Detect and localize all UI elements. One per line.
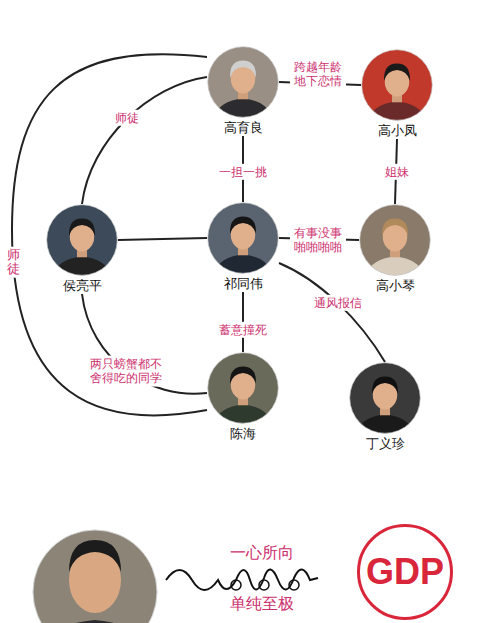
relation-label: 有事没事 啪啪啪啪 (290, 225, 346, 256)
relation-line (118, 238, 207, 240)
portrait-shirt (365, 257, 425, 276)
portrait-shirt (355, 415, 415, 434)
relation-label: 一担一挑 (217, 164, 269, 180)
portrait-rim (362, 50, 433, 121)
portrait-shirt (52, 257, 112, 276)
relation-line (279, 263, 385, 362)
portrait-hair (69, 540, 121, 572)
relation-label: 蓄意撞死 (217, 322, 269, 338)
portrait-rim (47, 205, 118, 276)
portrait-group (46, 204, 118, 276)
person-name: 丁义珍 (349, 436, 421, 452)
portrait-hair (69, 218, 95, 235)
scribble-loop (259, 580, 269, 590)
portrait (30, 530, 160, 623)
person-node: 丁义珍 (349, 362, 421, 452)
portrait-hair (230, 366, 256, 383)
portrait (207, 352, 279, 424)
portrait-group (359, 204, 431, 276)
relation-line (82, 294, 207, 394)
person-node: 祁同伟 (207, 202, 279, 292)
portrait (359, 204, 431, 276)
person-name: 陈海 (207, 426, 279, 442)
portrait-group (207, 352, 279, 424)
portrait-shirt (213, 99, 273, 118)
relation-line (12, 54, 207, 415)
person-node: 高育良 (207, 46, 279, 136)
portrait-hair (384, 63, 410, 80)
portrait-group (207, 46, 279, 118)
portrait-shirt (367, 102, 427, 121)
portrait (207, 46, 279, 118)
wavy-line (166, 569, 318, 590)
portrait (207, 202, 279, 274)
person-node: 侯亮平 (46, 204, 118, 294)
portrait (349, 362, 421, 434)
portrait-shirt (30, 620, 160, 623)
scribble-loop (289, 580, 299, 590)
portrait-rim (208, 203, 279, 274)
portrait-hair (372, 376, 398, 393)
portrait-hair (230, 216, 256, 233)
person-name: 祁同伟 (207, 276, 279, 292)
person-name: 侯亮平 (46, 278, 118, 294)
person-name: 高小琴 (359, 278, 431, 294)
relation-label: 两只螃蟹都不 舍得吃的同学 (86, 356, 166, 387)
person-name: 高小凤 (361, 123, 433, 139)
portrait-rim (360, 205, 431, 276)
portrait-rim (208, 353, 279, 424)
relation-line (82, 77, 207, 204)
portrait-group (207, 202, 279, 274)
portrait (361, 49, 433, 121)
portrait-group (349, 362, 421, 434)
portrait-shirt (213, 255, 273, 274)
person-node: 高小凤 (361, 49, 433, 139)
relation-label: 跨越年龄 地下恋情 (290, 59, 346, 90)
caption-note: 单纯至极 (227, 594, 297, 613)
relation-label: 通风报信 (312, 295, 364, 311)
portrait-group (361, 49, 433, 121)
portrait-rim (350, 363, 421, 434)
caption-note: 一心所向 (227, 543, 297, 562)
portrait-ground (33, 530, 157, 623)
scribble-loop (231, 580, 241, 590)
portrait-rim (33, 530, 157, 623)
portrait (46, 204, 118, 276)
relation-label: 师徒 (113, 110, 141, 126)
relation-label: 师徒 (5, 247, 22, 278)
portrait-hair (382, 218, 408, 235)
person-node: 陈海 (207, 352, 279, 442)
portrait-hair (230, 60, 256, 77)
person-name: 高育良 (207, 120, 279, 136)
portrait-rim (208, 47, 279, 118)
person-node: 高小琴 (359, 204, 431, 294)
relation-label: 姐妹 (383, 164, 411, 180)
gdp-text: GDP (366, 551, 444, 593)
gdp-circle: GDP (357, 524, 453, 620)
portrait-shirt (213, 405, 273, 424)
